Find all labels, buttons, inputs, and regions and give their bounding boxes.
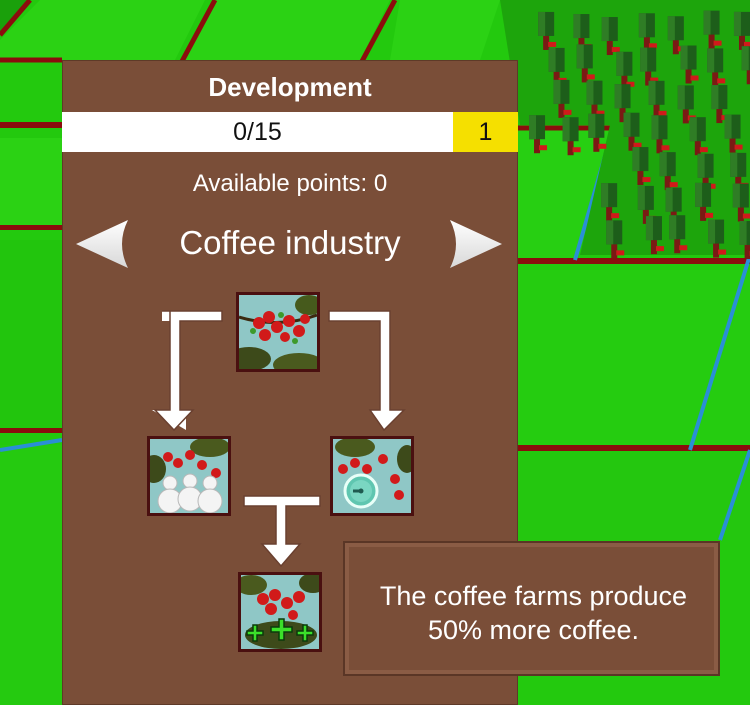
coffee-tree [586,80,605,119]
tooltip-text: The coffee farms produce 50% more coffee… [379,581,688,645]
available-points: Available points: 0 [192,170,388,197]
progress-text: 0/15 [233,118,282,146]
coffee-tree [638,13,657,52]
coffee-tree [741,46,750,85]
coffee-plant-icon [239,295,317,369]
coffee-tree [733,11,750,50]
coffee-tree [588,113,607,152]
coffee-tree [562,117,581,156]
coffee-tree [648,80,667,119]
coffee-tree [640,47,659,86]
coffee-tree [669,215,688,254]
coffee-tree [576,44,595,83]
coffee-tree [623,112,642,151]
skill-node-coffee[interactable] [236,292,320,372]
previous-industry-button[interactable] [70,216,134,272]
coffee-tree [724,114,743,153]
coffee-tree [689,117,708,156]
coffee-tree [529,115,548,154]
plus-production-icon [241,575,319,649]
development-progress: 0/15 1 [62,112,518,152]
coffee-tree [697,153,716,192]
coffee-tree [645,216,664,255]
coffee-tree [707,48,726,87]
coffee-tree [538,11,557,50]
coffee-tree [695,182,714,221]
coffee-tree [606,220,625,259]
coffee-tree [651,115,670,154]
coffee-tree [680,45,699,84]
coffee-tree [632,147,651,186]
progress-bar-track [62,112,453,152]
industry-title: Coffee industry [179,224,401,261]
next-industry-button[interactable] [444,216,508,272]
coffee-trees [529,10,750,259]
skill-node-speed[interactable] [330,436,414,516]
clock-icon [333,439,411,513]
coffee-tree [659,152,678,191]
coffee-tree [703,10,722,49]
skill-node-workers[interactable] [147,436,231,516]
level-badge: 1 [453,112,518,152]
panel-title: Development [208,72,372,102]
coffee-tree [601,183,620,222]
arrow-right-icon [450,220,502,268]
coffee-tree [601,17,620,56]
skill-tooltip: The coffee farms produce 50% more coffee… [343,541,720,676]
workers-icon [150,439,228,513]
coffee-tree [553,79,572,118]
arrow-left-icon [76,220,128,268]
coffee-tree [708,219,727,258]
coffee-tree [732,183,750,222]
skill-node-production[interactable] [238,572,322,652]
